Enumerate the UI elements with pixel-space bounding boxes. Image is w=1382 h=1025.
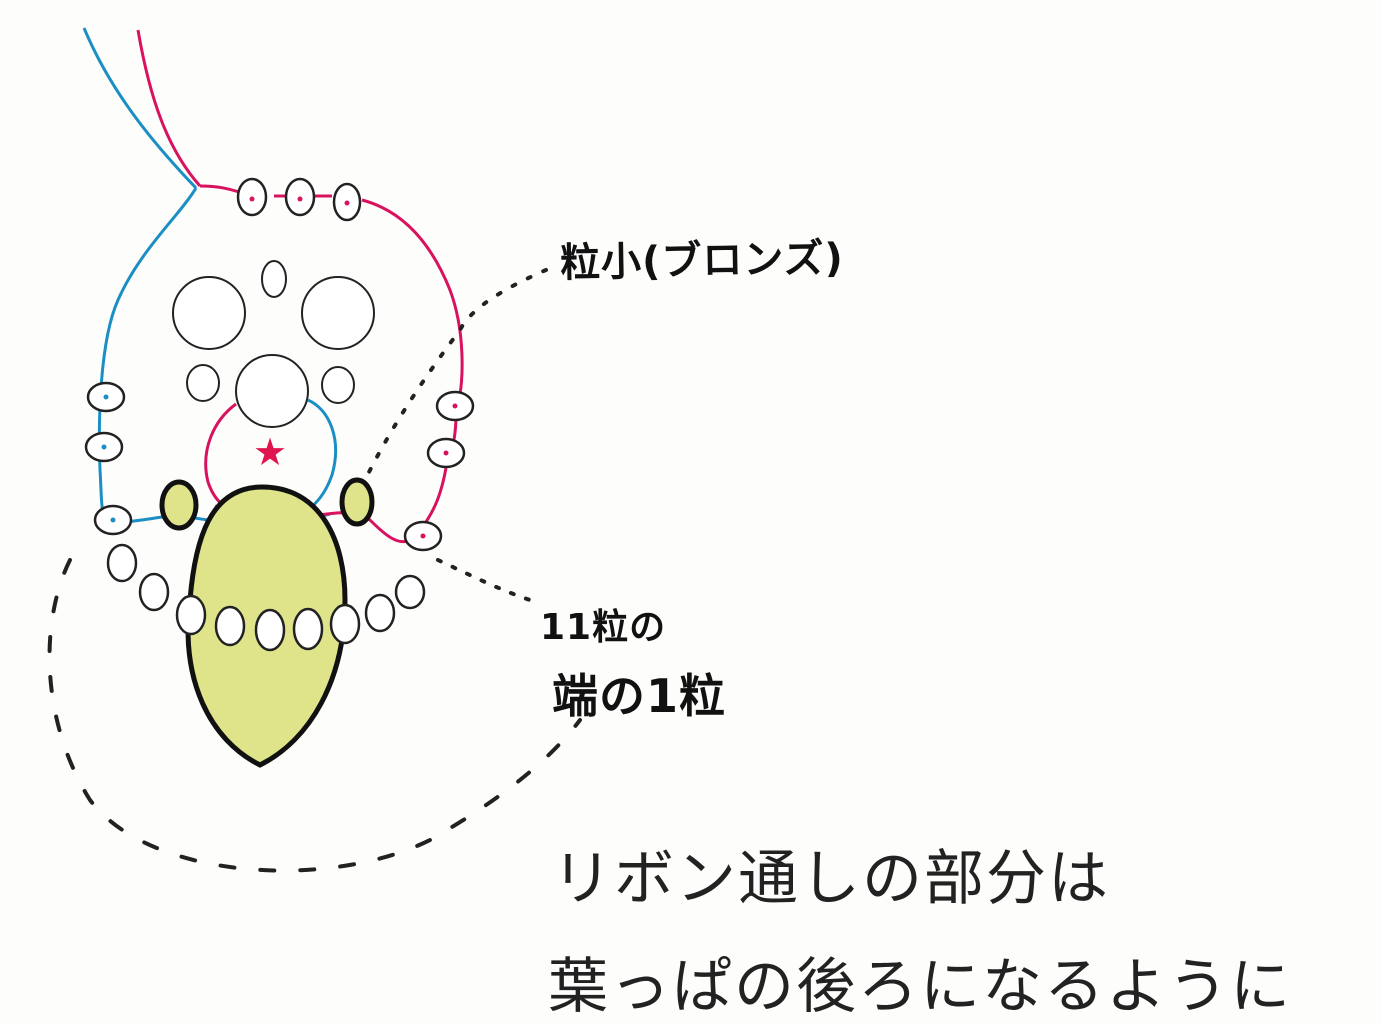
blue-thread-tail [82,27,198,190]
blue-inner-loop [304,398,337,514]
caption-line-2: 葉っぱの後ろになるように [548,952,1292,1022]
label-end-bead: 端の1粒 [552,669,727,723]
right-beads [403,390,475,552]
eleven-bead-arc [106,543,426,652]
top-beads [236,177,362,222]
pink-thread-outer [199,184,464,544]
label-eleven-beads: 11粒の [540,607,667,648]
center-beads [172,260,375,428]
label-small-bronze: 粒小(ブロンズ) [559,235,845,287]
accent-beads [159,477,375,531]
blue-thread-outer [97,187,331,526]
leader-line-end-bead [436,558,532,602]
star-icon: ★ [253,430,287,474]
pink-thread-tail [136,29,202,187]
caption-line-1: リボン通しの部分は [552,844,1110,914]
left-beads [84,381,133,536]
